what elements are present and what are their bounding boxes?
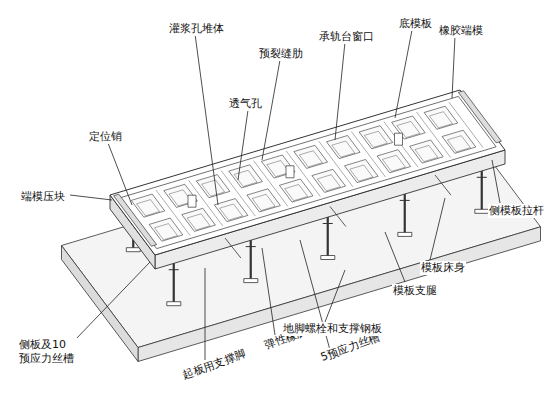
rail-seat-window: [261, 155, 295, 178]
leader-line: [205, 268, 206, 360]
rail-seat-window: [442, 130, 476, 153]
window-inner: [415, 145, 438, 161]
rail-seat-window: [279, 179, 313, 202]
window-inner: [364, 131, 387, 147]
support-plate: [321, 256, 335, 260]
rail-seat-window: [182, 208, 216, 231]
part-label: 侧模板拉杆: [488, 204, 545, 218]
rail-seat-window: [229, 165, 263, 188]
leg-brace: [169, 269, 179, 270]
part-label: 侧板及10 预应力丝槽: [18, 338, 80, 366]
window-inner: [220, 204, 243, 220]
part-label: 预裂缝肋: [258, 47, 304, 61]
part-label: 端模压块: [20, 190, 66, 204]
leader-line: [262, 248, 275, 335]
window-inner: [137, 200, 160, 216]
window-inner: [317, 175, 340, 191]
mold-leg: [481, 167, 483, 211]
window-inner: [285, 185, 308, 201]
rail-seat-window: [149, 218, 183, 241]
leader-line: [430, 198, 445, 260]
window-inner: [332, 141, 355, 157]
part-label: 承轨台窗口: [318, 30, 375, 44]
part-label: 模板支腿: [392, 284, 438, 298]
leader-line: [195, 34, 218, 205]
side-form: [119, 96, 496, 248]
leader-line: [452, 36, 455, 98]
rail-seat-window: [164, 184, 198, 207]
window-inner: [447, 136, 470, 152]
window-inner: [187, 214, 210, 230]
rail-seat-window: [131, 194, 165, 217]
window-inner: [252, 194, 275, 210]
rail-seat-window: [214, 199, 248, 222]
leader-line: [262, 60, 280, 160]
rail-seat-window: [312, 169, 346, 192]
mold-leg: [327, 214, 329, 258]
rail-seat-window: [247, 189, 281, 212]
leader-line: [492, 160, 500, 203]
mold-leg: [250, 237, 252, 281]
leg-brace: [246, 246, 256, 247]
support-plate: [167, 302, 181, 306]
leader-line: [395, 30, 412, 118]
tie-rod: [225, 238, 241, 258]
part-label: 起板用支撑脚: [180, 347, 249, 383]
leader-line: [335, 42, 345, 140]
crack-rib: [449, 102, 483, 148]
grout-post: [395, 133, 403, 145]
window-inner: [350, 165, 373, 181]
rail-seat-window: [345, 160, 379, 183]
window-inner: [234, 170, 257, 186]
leader-line: [385, 232, 405, 282]
support-plate: [126, 248, 140, 252]
mold-top: [110, 90, 505, 255]
leader-line: [108, 143, 132, 205]
part-label: 透气孔: [228, 97, 263, 111]
leader-line: [325, 270, 345, 322]
leader-line: [70, 195, 112, 200]
leader-line: [238, 110, 248, 180]
part-label: 地脚螺栓和支撑钢板: [282, 322, 383, 336]
leg-brace: [477, 177, 487, 178]
part-label: 定位销: [88, 130, 123, 144]
grout-post: [188, 195, 196, 207]
rail-seat-window: [359, 126, 393, 149]
leader-line: [75, 262, 150, 340]
rail-seat-window: [294, 145, 328, 168]
grout-post: [286, 166, 294, 178]
window-inner: [299, 151, 322, 167]
mold-leg: [404, 190, 406, 234]
rail-seat-window: [196, 175, 230, 198]
window-inner: [382, 155, 405, 171]
window-inner: [202, 180, 225, 196]
mold-leg: [173, 260, 175, 304]
window-inner: [429, 112, 452, 128]
leg-brace: [400, 200, 410, 201]
part-label: 底模板: [398, 17, 433, 31]
window-inner: [155, 224, 178, 240]
tie-rod: [330, 207, 346, 227]
part-label: 橡胶端模: [438, 24, 484, 38]
rail-seat-window: [377, 150, 411, 173]
part-label: 模板床身: [420, 261, 466, 275]
part-label: 灌浆孔堆体: [168, 22, 225, 36]
support-plate: [398, 232, 412, 236]
support-plate: [244, 279, 258, 283]
rail-seat-window: [424, 106, 458, 129]
rail-seat-window: [327, 136, 361, 159]
rail-seat-window: [410, 140, 444, 163]
leg-brace: [323, 223, 333, 224]
tie-rod: [435, 175, 451, 195]
support-plate: [475, 209, 489, 213]
